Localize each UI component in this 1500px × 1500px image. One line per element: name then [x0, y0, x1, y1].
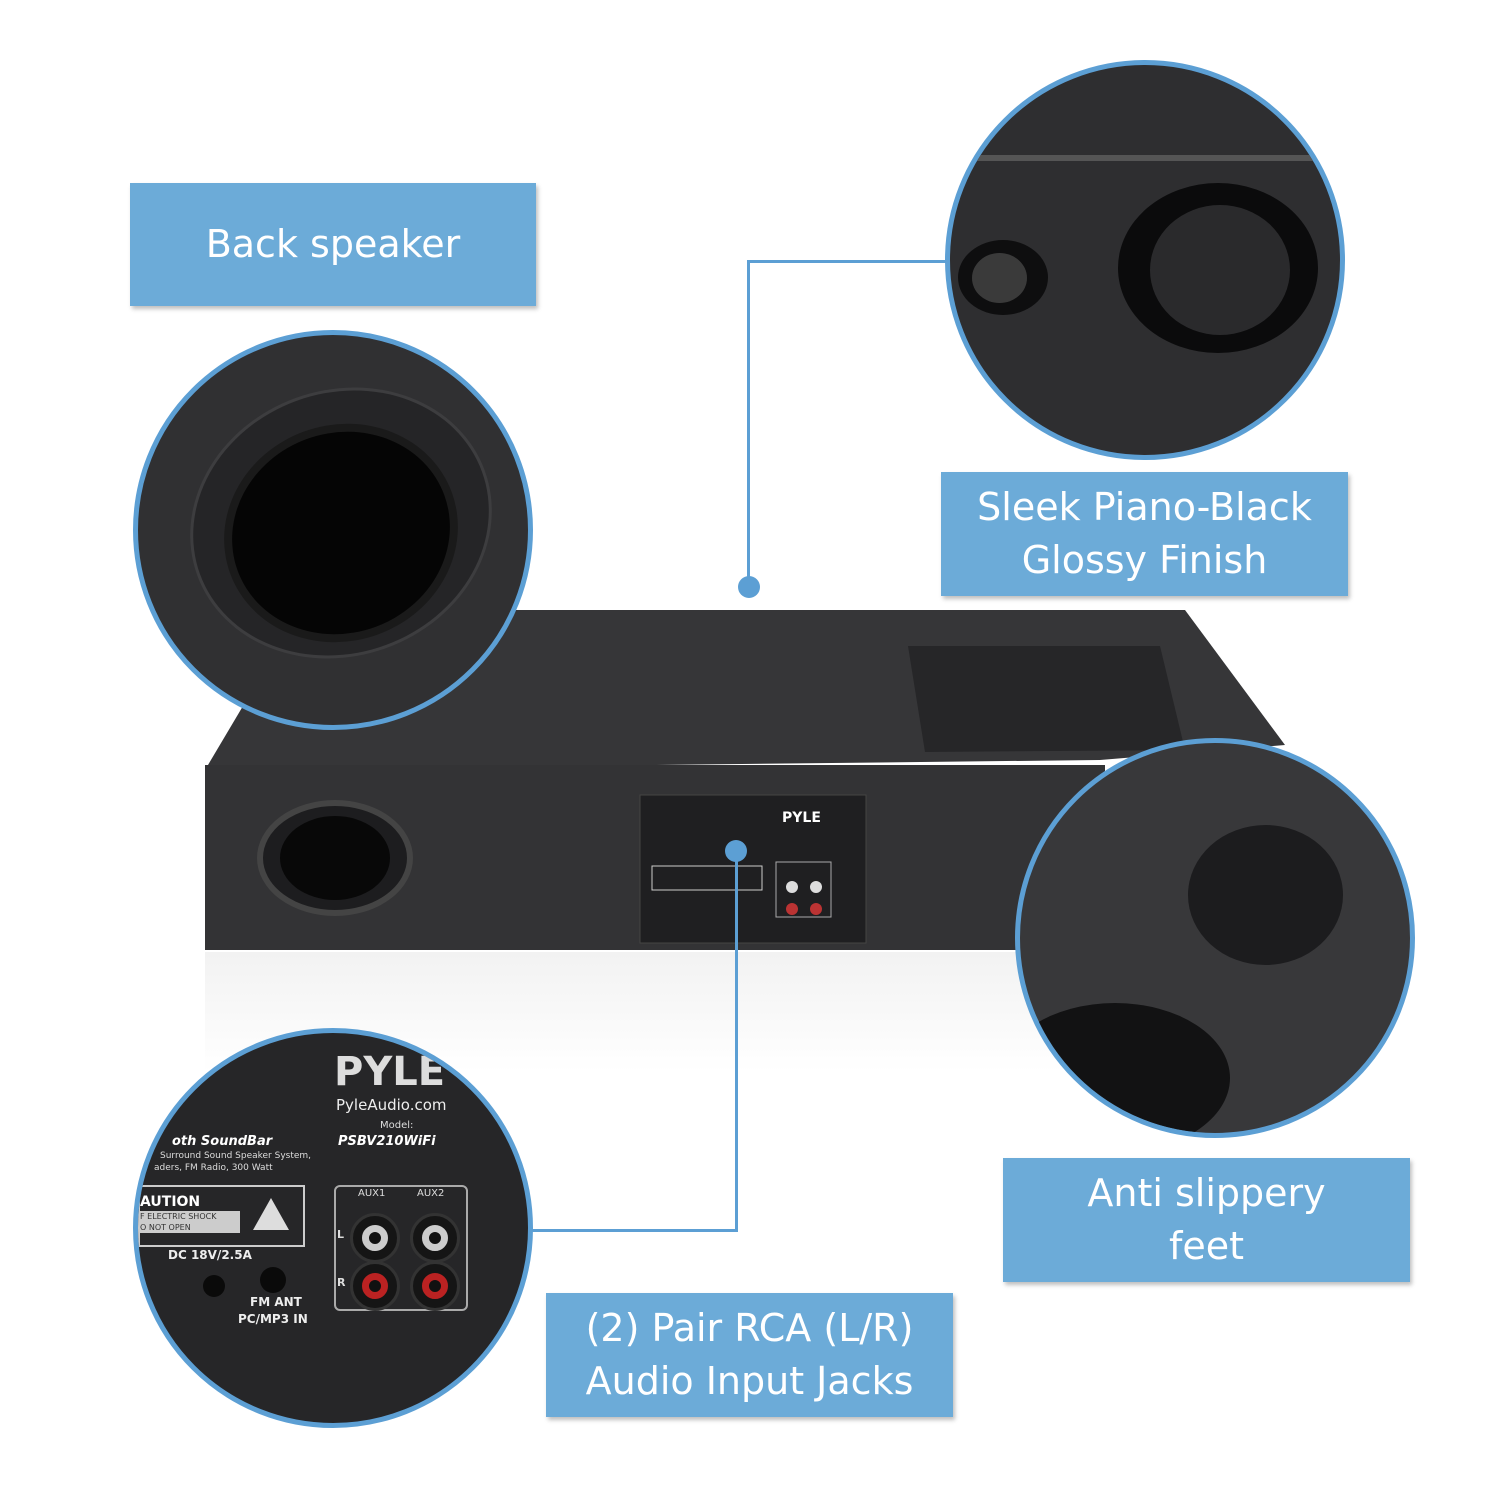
label-line: Anti slippery: [1087, 1171, 1326, 1215]
top-panel: [908, 646, 1185, 752]
label-line: Glossy Finish: [1021, 538, 1268, 582]
label-back-speaker-text: Back speaker: [205, 222, 461, 266]
rca-aux2-left: [410, 1213, 460, 1263]
rubber-foot: [1188, 825, 1343, 965]
product-name: oth SoundBar: [172, 1134, 273, 1149]
rca-aux1-right: [350, 1261, 400, 1311]
model-label: Model:: [380, 1120, 414, 1131]
warning-icon: [253, 1198, 289, 1230]
label-back-speaker: Back speaker: [130, 183, 536, 306]
connector-dot: [725, 840, 747, 862]
dc-jack: [203, 1275, 225, 1297]
rca-aux2-right: [410, 1261, 460, 1311]
back-panel-brand: PYLE: [782, 810, 821, 826]
label-line: feet: [1168, 1224, 1245, 1268]
connector-line: [528, 1229, 738, 1232]
pc-label: PC/MP3 IN: [238, 1312, 308, 1326]
model-name: PSBV210WiFi: [338, 1134, 436, 1149]
right-label: R: [337, 1276, 346, 1289]
connector-line: [747, 260, 947, 263]
zoom-circle-glossy: [945, 60, 1345, 460]
aux-box: [334, 1185, 468, 1311]
connector-line: [735, 851, 738, 1232]
label-glossy-finish: Sleek Piano-Black Glossy Finish: [941, 472, 1348, 596]
caution-text: F ELECTRIC SHOCK: [140, 1212, 217, 1221]
website: PyleAudio.com: [336, 1096, 447, 1114]
tweeter-dome: [972, 253, 1027, 303]
caution-title: AUTION: [140, 1193, 240, 1211]
label-line: Sleek Piano-Black: [977, 485, 1312, 529]
aux2-label: AUX2: [417, 1188, 445, 1199]
woofer-cone: [1150, 205, 1290, 335]
connector-dot: [738, 576, 760, 598]
zoom-circle-rca-panel: PYLE PyleAudio.com Model: PSBV210WiFi ot…: [133, 1028, 533, 1428]
caution-text: O NOT OPEN: [140, 1223, 191, 1232]
aux1-label: AUX1: [358, 1188, 386, 1199]
brand-logo: PYLE: [334, 1049, 446, 1095]
bass-port-edge: [1020, 1003, 1230, 1133]
label-anti-slippery-feet: Anti slippery feet: [1003, 1158, 1410, 1282]
desc-line: Surround Sound Speaker System,: [160, 1151, 312, 1161]
back-panel: [639, 794, 867, 944]
caution-label: AUTION F ELECTRIC SHOCK O NOT OPEN: [140, 1193, 240, 1233]
label-line: Audio Input Jacks: [585, 1359, 914, 1403]
connector-line: [747, 260, 750, 586]
label-rca-jacks: (2) Pair RCA (L/R) Audio Input Jacks: [546, 1293, 953, 1417]
zoom-circle-feet: [1015, 738, 1415, 1138]
dc-label: DC 18V/2.5A: [168, 1248, 252, 1262]
edge-highlight: [950, 155, 1340, 161]
desc-line: aders, FM Radio, 300 Watt: [154, 1163, 273, 1173]
aux-jack: [260, 1267, 286, 1293]
caution-box: [138, 1185, 305, 1247]
fm-label: FM ANT: [250, 1295, 302, 1309]
rca-aux1-left: [350, 1213, 400, 1263]
zoom-circle-back-port: [133, 330, 533, 730]
label-line: (2) Pair RCA (L/R): [585, 1306, 914, 1350]
left-label: L: [337, 1228, 345, 1241]
